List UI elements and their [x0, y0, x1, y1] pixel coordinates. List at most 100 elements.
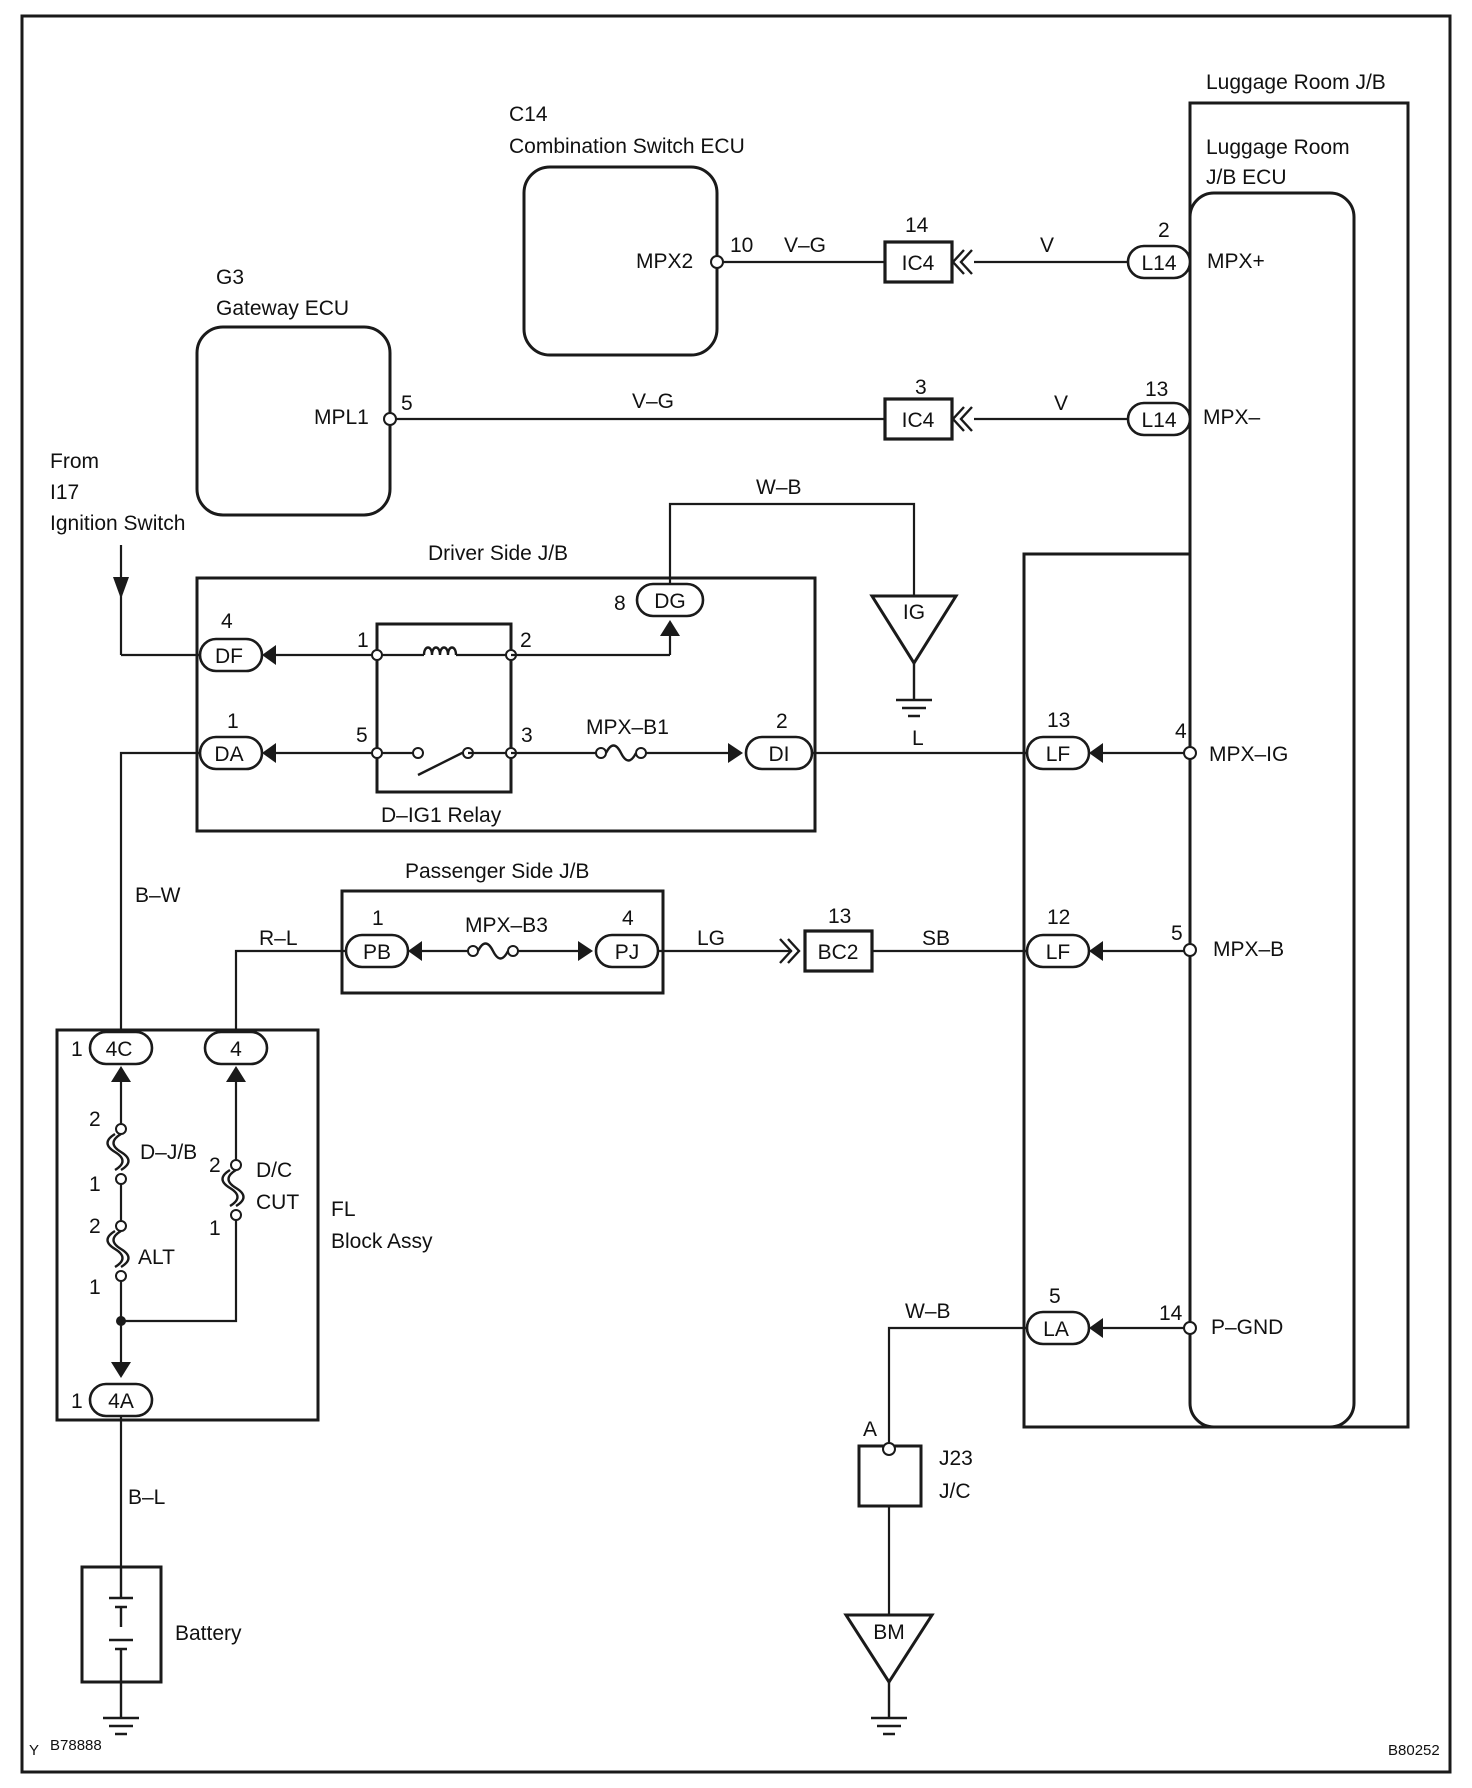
connector-l14-top-label: L14 — [1141, 252, 1176, 275]
ground-symbol-icon — [103, 1682, 139, 1736]
fuse-terminal — [115, 1220, 127, 1232]
pin-mpx-minus: 13 — [1145, 378, 1168, 401]
luggage-room-jb: Luggage Room J/B Luggage Room J/B ECU MP… — [1022, 71, 1410, 1429]
wire-label-wb-top: W–B — [756, 476, 802, 499]
terminal-mpx2: MPX2 — [636, 250, 693, 273]
relay-pin-3: 3 — [521, 724, 533, 747]
wire-label-l: L — [912, 727, 924, 750]
connector-lf-top-label: LF — [1046, 743, 1071, 766]
fuse-alt-label: ALT — [138, 1246, 175, 1269]
ground-symbol-icon — [896, 663, 932, 718]
connector-dg-label: DG — [654, 590, 686, 613]
wire-label-vg-bottom: V–G — [632, 390, 674, 413]
wire-label-wb-bottom: W–B — [905, 1300, 951, 1323]
wire-label-v-top: V — [1040, 234, 1054, 257]
connector-df-pin: 4 — [221, 610, 233, 633]
connector-pj-label: PJ — [615, 941, 640, 964]
code-left: B78888 — [50, 1737, 102, 1754]
fuse-terminal — [467, 945, 479, 957]
terminal-mpx-plus: MPX+ — [1207, 250, 1265, 273]
wire-bw — [119, 751, 200, 1047]
chevron-icon — [951, 249, 973, 275]
d-ig1-relay-label: D–IG1 Relay — [381, 804, 502, 827]
ground-bm — [843, 1613, 935, 1685]
fuse-mpx-b3-icon — [476, 942, 510, 960]
terminal-p-gnd: P–GND — [1211, 1316, 1283, 1339]
connector-lf-bottom-pin: 12 — [1047, 906, 1070, 929]
fuse-dc-cut-label-2: CUT — [256, 1191, 299, 1214]
d-ig1-relay — [375, 622, 513, 794]
fuse-mpx-b1-label: MPX–B1 — [586, 716, 669, 739]
fl-block-title-2: Block Assy — [331, 1230, 433, 1253]
connector-tab-icon — [262, 645, 276, 665]
connector-l14-bottom-label: L14 — [1141, 409, 1176, 432]
fuse-djb-icon — [106, 1132, 130, 1172]
fl-block-assy: FL Block Assy — [55, 1028, 433, 1422]
pin-p-gnd: 14 — [1159, 1302, 1183, 1325]
arrow-down-icon — [113, 577, 129, 599]
wire-rl — [234, 949, 346, 1047]
battery-cell-icon — [109, 1567, 133, 1682]
fuse-mpx-b3-label: MPX–B3 — [465, 914, 548, 937]
luggage-room-jb-title: Luggage Room J/B — [1206, 71, 1386, 94]
luggage-room-ecu-title-2: J/B ECU — [1206, 166, 1287, 189]
connector-pb-pin: 1 — [372, 907, 384, 930]
fuse-dc-cut-pin-top: 2 — [209, 1154, 221, 1177]
relay-coil-icon — [422, 646, 458, 656]
relay-pin-1: 1 — [357, 629, 369, 652]
c14-id: C14 — [509, 103, 548, 126]
connector-di-label: DI — [769, 743, 790, 766]
relay-pin-5: 5 — [356, 724, 368, 747]
connector-la-label: LA — [1043, 1318, 1069, 1341]
fuse-terminal — [115, 1270, 127, 1282]
c14-name: Combination Switch ECU — [509, 135, 745, 158]
fuse-alt-icon — [106, 1229, 130, 1269]
ground-symbol-icon — [871, 1682, 907, 1736]
connector-4a-label: 4A — [108, 1390, 134, 1413]
fuse-terminal — [115, 1173, 127, 1185]
terminal-pin — [1183, 943, 1197, 957]
from-label-2: I17 — [50, 481, 79, 504]
relay-switch-contact — [412, 747, 424, 759]
fl-block-title-1: FL — [331, 1198, 356, 1221]
connector-tab-icon — [1089, 941, 1103, 961]
fuse-dc-cut-icon — [221, 1168, 245, 1208]
connector-df-label: DF — [215, 645, 243, 668]
from-label-1: From — [50, 450, 99, 473]
g3-id: G3 — [216, 266, 244, 289]
connector-lf-bottom-label: LF — [1046, 941, 1071, 964]
terminal-mpx-ig: MPX–IG — [1209, 743, 1288, 766]
terminal-mpx-b: MPX–B — [1213, 938, 1284, 961]
pin-mpx-plus: 2 — [1158, 219, 1170, 242]
connector-tab-icon — [1089, 1318, 1103, 1338]
connector-tab-icon — [111, 1066, 131, 1082]
connector-bc2-label: BC2 — [818, 941, 859, 964]
connector-ic4-bottom-label: IC4 — [902, 409, 935, 432]
connector-lf-top-pin: 13 — [1047, 709, 1070, 732]
fuse-terminal — [507, 945, 519, 957]
wire-label-bl: B–L — [128, 1486, 165, 1509]
fuse-alt-pin-bottom: 1 — [89, 1276, 101, 1299]
diagram-frame — [20, 14, 1452, 1774]
connector-da-pin: 1 — [227, 710, 239, 733]
connector-da-label: DA — [214, 743, 243, 766]
fuse-terminal — [635, 747, 647, 759]
j23-pin-a — [882, 1442, 896, 1456]
fuse-dc-cut-label-1: D/C — [256, 1159, 292, 1182]
luggage-room-jb-ecu — [1188, 191, 1356, 1429]
c14-combination-switch-ecu: C14 Combination Switch ECU MPX2 10 — [509, 103, 753, 357]
connector-bc2-pin: 13 — [828, 905, 851, 928]
g3-gateway-ecu: G3 Gateway ECU MPL1 5 — [195, 266, 413, 517]
connector-4c — [88, 1030, 154, 1066]
connector-tab-icon — [578, 941, 593, 961]
j23-type: J/C — [939, 1480, 971, 1503]
wire-label-bw: B–W — [135, 884, 181, 907]
connector-4 — [203, 1030, 269, 1066]
fuse-terminal — [595, 747, 607, 759]
wire-wb-bottom — [887, 1326, 1027, 1443]
terminal-pin — [383, 412, 397, 426]
fuse-mpx-b1-icon — [604, 744, 638, 762]
fuse-djb-pin-top: 2 — [89, 1108, 101, 1131]
connector-ic4-top-pin: 14 — [905, 214, 929, 237]
